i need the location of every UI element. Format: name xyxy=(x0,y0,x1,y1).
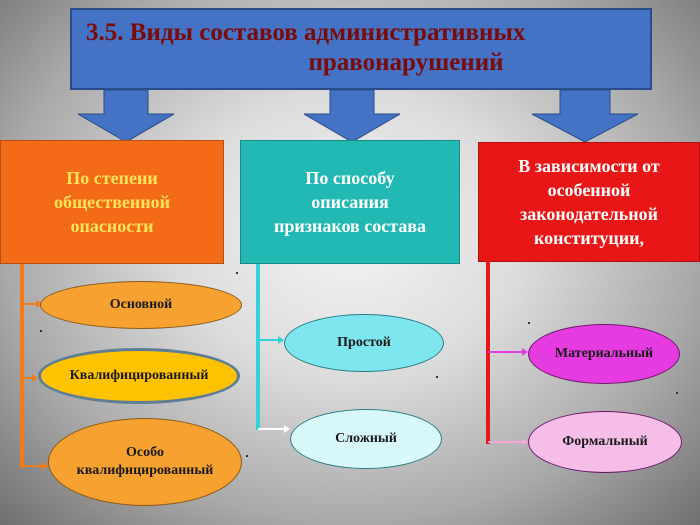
title-line-1: 3.5. Виды составов административных xyxy=(86,19,526,46)
decorative-dot xyxy=(40,330,42,332)
type-kvalifitsirovanny: Квалифицированный xyxy=(38,348,240,404)
category-1-line-3: опасности xyxy=(70,216,154,236)
decorative-dot xyxy=(528,322,530,324)
diagram-title: 3.5. Виды составов административных прав… xyxy=(70,8,652,90)
category-3-line-4: конституции, xyxy=(534,228,644,248)
category-2-line-2: описания xyxy=(311,192,389,212)
type-slozhny: Сложный xyxy=(290,409,442,469)
category-box-danger-degree: По степени общественной опасности xyxy=(0,140,224,264)
down-arrow-right xyxy=(532,90,638,142)
category-2-line-1: По способу xyxy=(305,168,395,188)
type-materialny: Материальный xyxy=(528,324,680,384)
category-3-line-2: особенной xyxy=(547,180,631,200)
down-arrow-center xyxy=(304,90,400,142)
decorative-dot xyxy=(676,392,678,394)
type-formalny: Формальный xyxy=(528,411,682,473)
type-kvalifitsirovanny-label: Квалифицированный xyxy=(69,368,209,383)
type-materialny-label: Материальный xyxy=(554,346,654,361)
category-2-line-3: признаков состава xyxy=(273,216,427,236)
decorative-dot xyxy=(236,272,238,274)
type-osobo-kvalifitsirovanny: Особо квалифицированный xyxy=(48,418,242,506)
category-box-legislative-construction: В зависимости от особенной законодательн… xyxy=(478,142,700,262)
type-osobo-label-line-1: Особо xyxy=(126,445,164,460)
category-box-description-method: По способу описания признаков состава xyxy=(240,140,460,264)
title-line-2: правонарушений xyxy=(308,49,504,76)
category-1-line-1: По степени xyxy=(66,168,158,188)
category-3-line-3: законодательной xyxy=(519,204,659,224)
type-slozhny-label: Сложный xyxy=(335,431,397,446)
type-prostoy-label: Простой xyxy=(337,335,391,350)
type-osnovnoy: Основной xyxy=(40,281,242,329)
down-arrow-left xyxy=(78,90,174,142)
category-3-line-1: В зависимости от xyxy=(518,156,660,176)
type-formalny-label: Формальный xyxy=(562,434,648,449)
decorative-dot xyxy=(436,376,438,378)
decorative-dot xyxy=(246,455,248,457)
type-osnovnoy-label: Основной xyxy=(109,297,173,312)
category-1-line-2: общественной xyxy=(53,192,171,212)
type-prostoy: Простой xyxy=(284,314,444,372)
type-osobo-label-line-2: квалифицированный xyxy=(76,463,214,478)
